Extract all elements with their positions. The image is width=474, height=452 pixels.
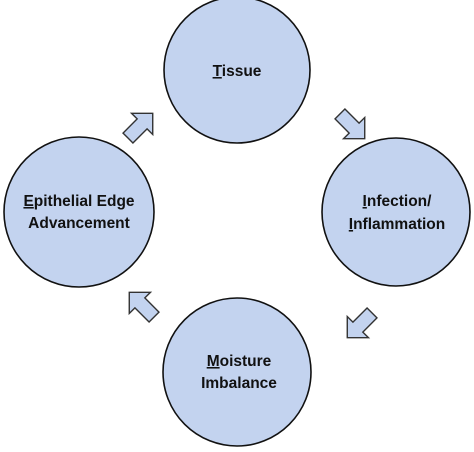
node-epithelial-circle xyxy=(3,136,155,288)
arrow-moisture-to-epithelial xyxy=(128,291,160,323)
node-tissue: Tissue xyxy=(163,0,311,144)
node-infection-label: Infection/ xyxy=(363,193,433,210)
node-infection-circle xyxy=(321,137,471,287)
node-infection: Infection/ Inflammation xyxy=(321,137,471,287)
node-moisture-label: Moisture xyxy=(207,353,272,370)
node-tissue-circle xyxy=(163,0,311,144)
node-infection-label-line2: Inflammation xyxy=(349,216,445,233)
arrow-infection-to-moisture xyxy=(346,307,378,339)
node-moisture-label-line2: Imbalance xyxy=(201,375,277,392)
node-epithelial-label: Epithelial Edge xyxy=(23,193,134,210)
node-epithelial-label-line2: Advancement xyxy=(28,215,130,232)
node-moisture-circle xyxy=(162,297,312,447)
node-epithelial: Epithelial Edge Advancement xyxy=(3,136,155,288)
arrow-tissue-to-infection xyxy=(334,108,366,140)
node-moisture: Moisture Imbalance xyxy=(162,297,312,447)
node-tissue-label: Tissue xyxy=(213,63,262,80)
arrow-epithelial-to-tissue xyxy=(122,112,154,144)
